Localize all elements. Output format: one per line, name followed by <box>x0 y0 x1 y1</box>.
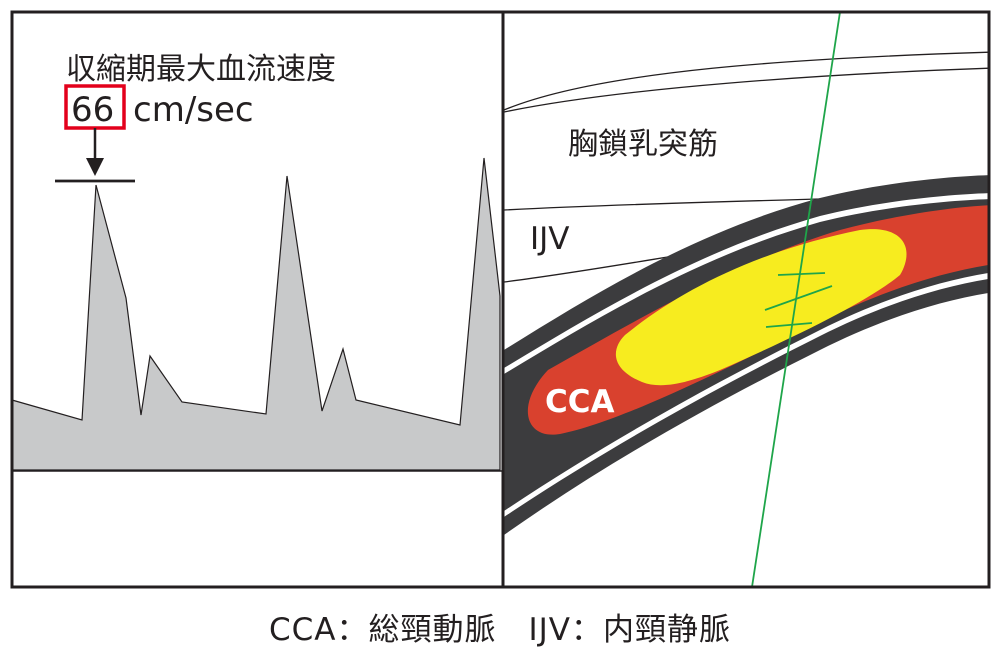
outer-frame <box>10 10 991 589</box>
doppler-title: 収縮期最大血流速度 <box>66 52 336 87</box>
vein-label: IJV <box>530 221 570 257</box>
muscle-upper-line <box>504 51 989 111</box>
artery-label: CCA <box>545 384 615 420</box>
doppler-waveform <box>11 157 501 471</box>
sample-gate-top <box>777 272 826 276</box>
figure-caption: CCA：総頸動脈 IJV：内頸静脈 <box>269 612 731 648</box>
peak-unit: cm/sec <box>133 90 254 130</box>
muscle-label: 胸鎖乳突筋 <box>568 127 718 162</box>
peak-value: 66 <box>71 90 114 130</box>
sample-gate-bottom <box>765 322 813 328</box>
peak-arrow-head <box>86 158 104 176</box>
muscle-lower-line <box>504 67 989 113</box>
angle-correction-line <box>764 285 833 311</box>
flow-region <box>615 229 907 386</box>
anatomy-panel: 胸鎖乳突筋 IJV CCA <box>504 12 989 587</box>
doppler-panel: 収縮期最大血流速度 66 cm/sec <box>11 52 502 472</box>
